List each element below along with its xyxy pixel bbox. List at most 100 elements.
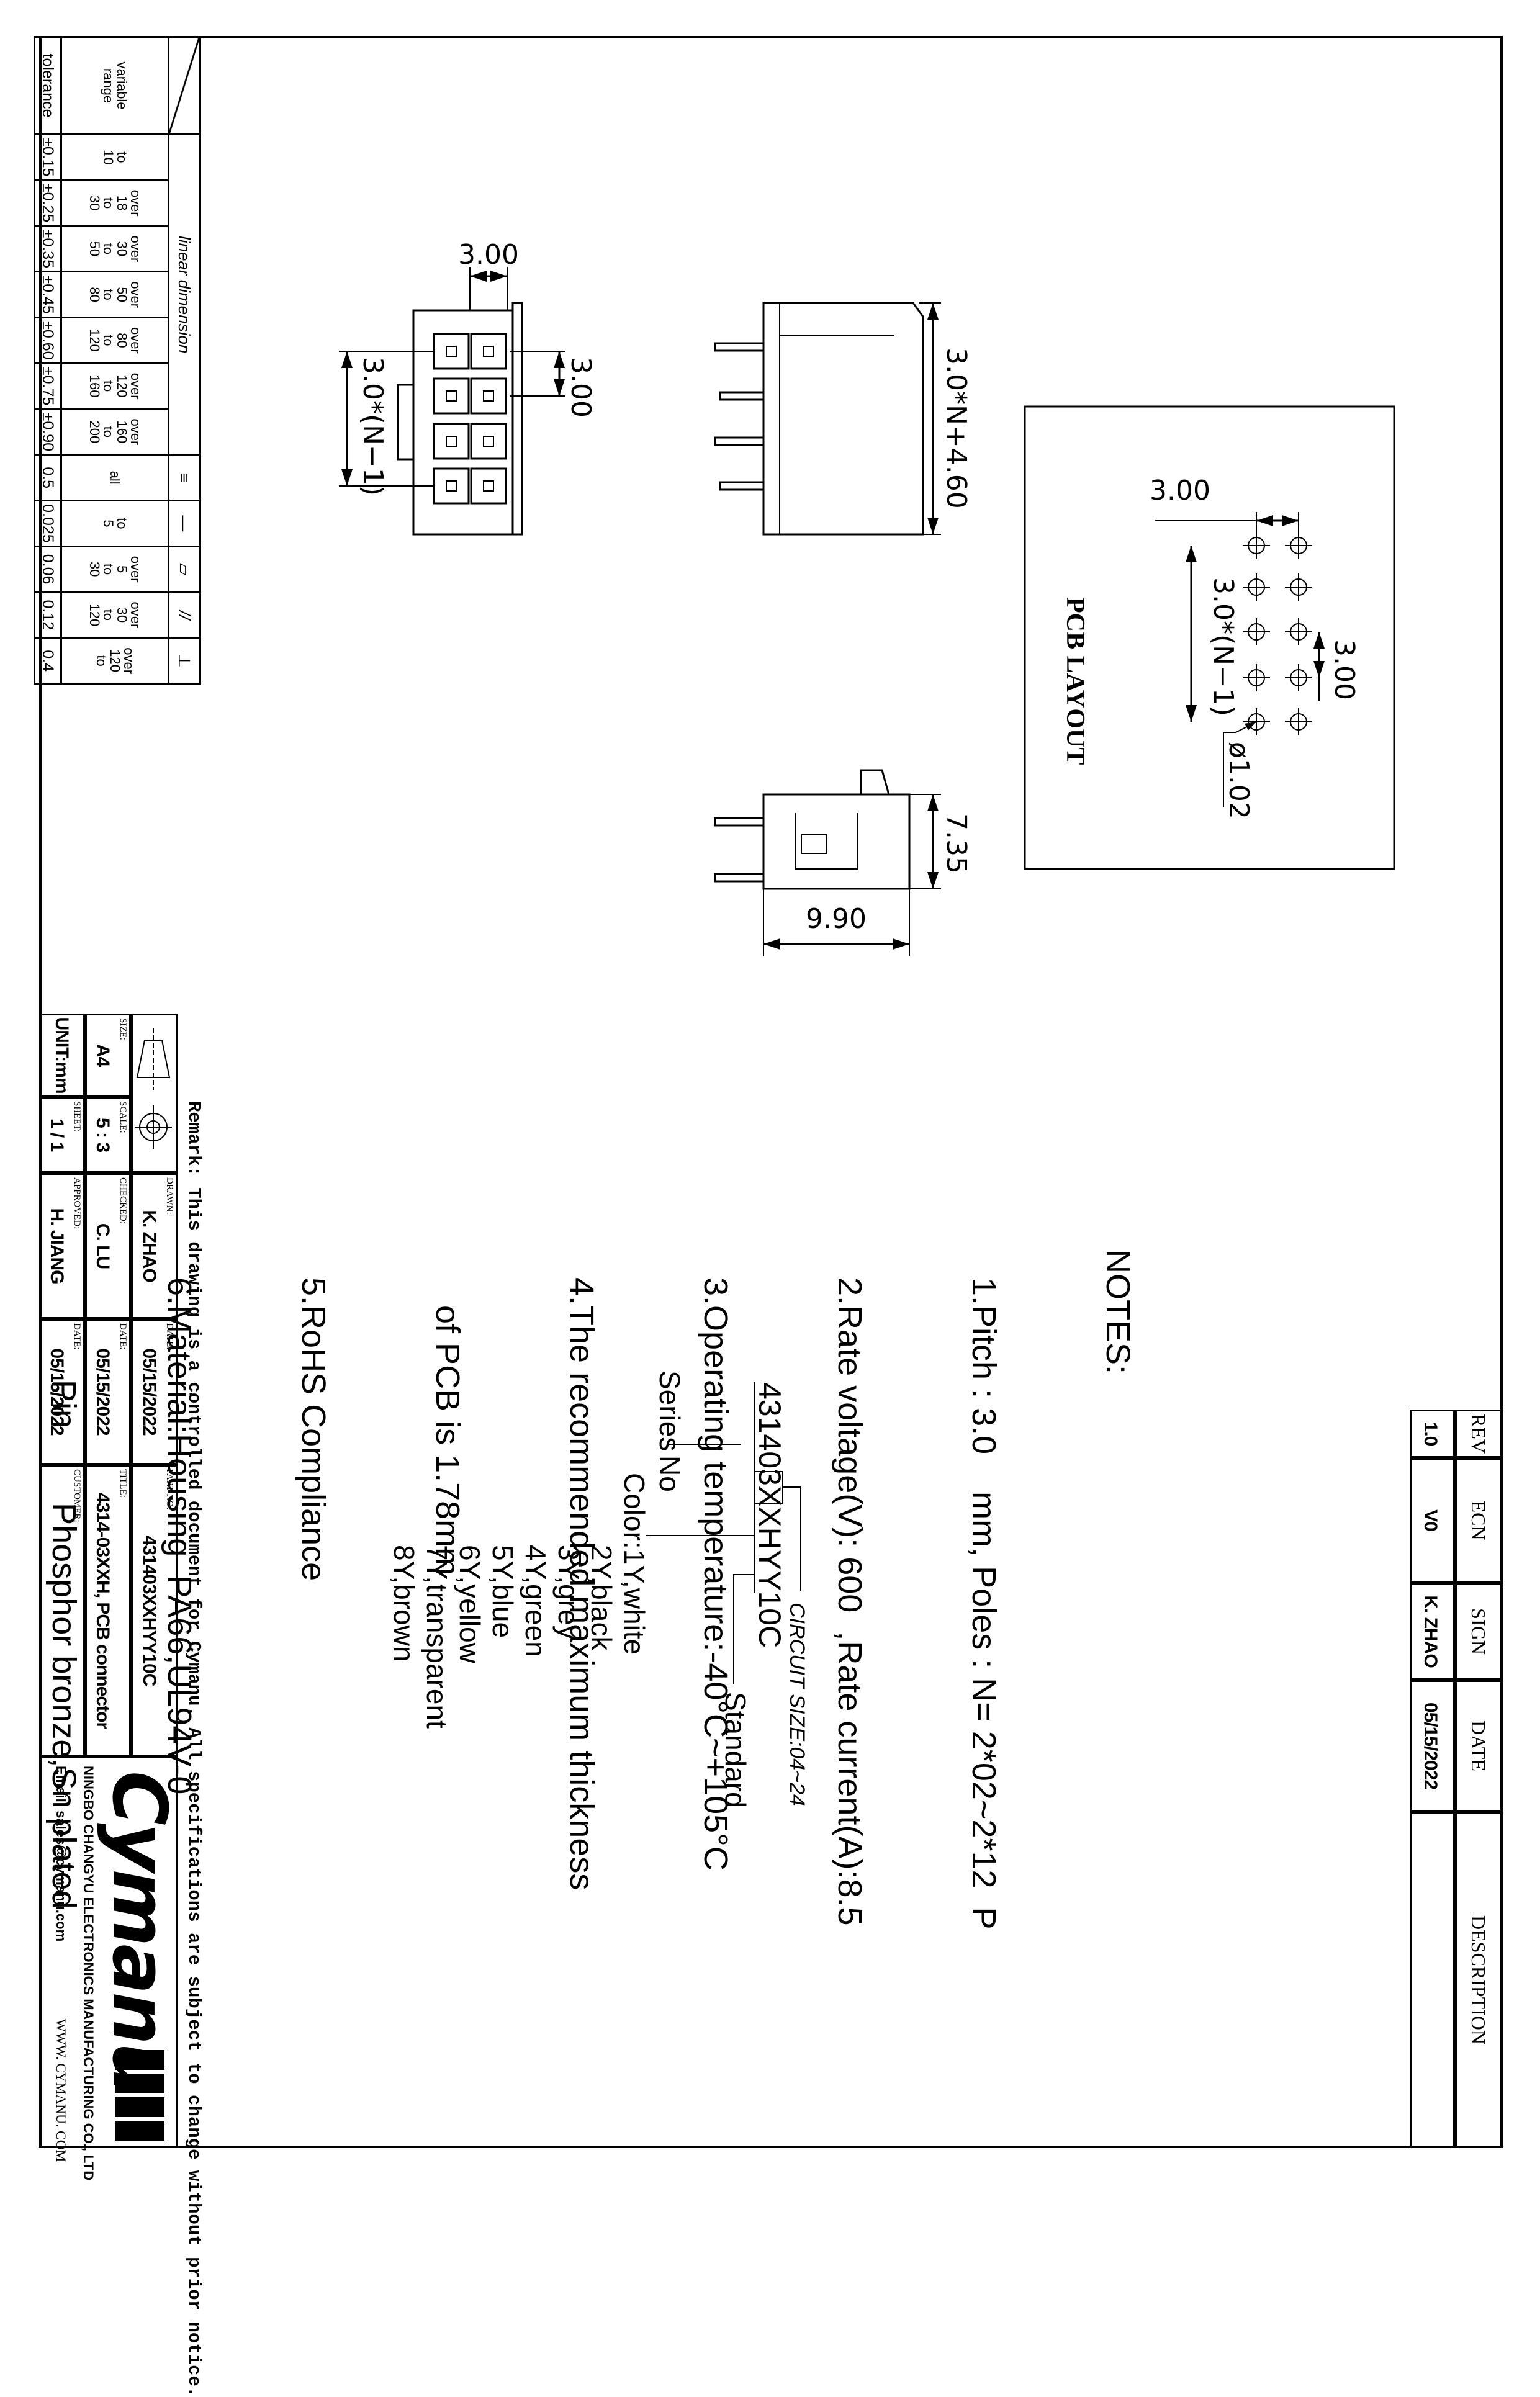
tolerance-cell: ±0.75 [34,363,61,409]
company-email: Email: sales@cymanu.com [53,1766,69,1942]
revision-header: DATE [1455,1680,1503,1812]
bottom-pin [714,817,765,827]
side-pins [714,342,765,491]
terminal [446,436,457,447]
company-website: WWW. CYMANU. COM [53,2019,69,2162]
color-options: Color:1Y,white2Y,black3Y,grey4Y,green5Y,… [388,1473,651,1729]
sheet-label: SHEET: [72,1101,82,1133]
linear-dimension-header: linear dimension [168,134,200,455]
tolerance-cell: 0.4 [34,637,61,684]
part-code-prefix: 431403 [752,1382,787,1486]
pcb-hole-label: ø1.02 [1223,742,1254,819]
title-cell: TITLE:4314-03XXH, PCB connector [85,1465,131,1756]
checked-date-value: 05/15/2022 [92,1348,113,1436]
cavity [470,467,507,505]
projection-symbol-icon [135,1028,172,1149]
pcb-span-label: 3.0*(N−1) [1207,577,1239,716]
range-cell: over 160 to 200 [61,409,169,455]
tolerance-cell: ±0.35 [34,226,61,272]
company-logo-cn-icon [115,2050,164,2141]
scale-cell: SCALE: 5 : 3 [85,1097,131,1173]
cavity [433,423,470,460]
tolerance-cell: ±0.25 [34,180,61,226]
revision-value: V0 [1420,1509,1441,1531]
approved-date-value: 05/15/2022 [47,1348,67,1436]
color-option: 6Y,yellow [454,1545,486,1664]
company-logo: Cymanu [96,1771,182,2093]
range-cell: over 80 to 120 [61,317,169,364]
color-option: 2Y,black [585,1545,618,1652]
bottom-height-label: 7.35 [940,813,972,874]
color-option: 4Y,green [520,1545,552,1657]
side-housing [762,302,924,536]
note-item: 2.Rate voltage(V): 600 ,Rate current(A):… [831,1277,868,1926]
terminal [483,436,494,447]
pin [719,391,765,401]
color-option: 7Y,transparent [421,1545,453,1729]
parallelism-symbol-icon: // [168,592,200,638]
tolerance-cell: ±0.60 [34,317,61,364]
company-logo-cell: Cymanu NINGBO CHANGYU ELECTRONICS MANUFA… [39,1756,182,2180]
cavity [470,377,507,415]
color-option: Color:1Y,white [618,1473,651,1655]
color-option: 5Y,blue [487,1545,519,1638]
bottom-housing [762,793,911,890]
customer-cell: CUSTOMER: [39,1465,85,1756]
pcb-pitch-a-label: 3.00 [1150,475,1210,506]
color-option: 3Y,grey [552,1545,585,1640]
revision-cell: 1.0 [1410,1410,1455,1458]
note-item: of PCB is 1.78mm [429,1277,466,1576]
range-cell: all [61,454,169,501]
cavity [470,333,507,370]
pcb-hole-grid [1243,532,1312,735]
front-housing [412,309,514,536]
terminal [483,480,494,492]
revision-header: REV [1455,1410,1503,1458]
bottom-latch [860,769,890,795]
flatness-symbol-icon: ▱ [168,546,200,592]
perpendicularity-symbol-icon: ⊥ [168,637,200,684]
range-cell: over 50 to 80 [61,271,169,318]
no-label: No [654,1455,686,1492]
revision-cell: V0 [1410,1458,1455,1583]
revision-cell: 05/15/2022 [1410,1680,1455,1812]
approved-value: H. JIANG [47,1208,67,1284]
part-no-label: PART NO: [164,1469,174,1510]
straightness-symbol-icon: — [168,500,200,547]
series-label: Series [654,1370,686,1451]
tolerance-cell: ±0.90 [34,409,61,455]
pin [714,436,765,446]
scale-value: 5 : 3 [92,1117,113,1153]
revision-cell: K. ZHAO [1410,1583,1455,1680]
range-cell: to 5 [61,500,169,547]
date-label: DATE: [164,1323,174,1350]
front-flange [511,302,523,536]
side-length-label: 3.0*N+4.60 [940,348,972,509]
range-cell: over 30 to 120 [61,592,169,638]
standard-label: Standard [719,1692,752,1808]
revision-value: 1.0 [1420,1421,1441,1446]
range-cell: to 10 [61,134,169,181]
tolerance-cell: 0.025 [34,500,61,547]
color-option: 8Y,brown [388,1545,420,1662]
projection-symbol-cell [131,1014,178,1173]
revision-header-label: ECN [1467,1500,1490,1540]
cavity [433,467,470,505]
part-no-value: 431403XXHYY10C [139,1535,160,1686]
drawn-date-cell: DATE:05/15/2022 [131,1319,178,1465]
bottom-pin [714,873,765,883]
range-cell: over 30 to 50 [61,226,169,272]
cavity [433,377,470,415]
tolerance-cell: 0.06 [34,546,61,592]
terminal [446,390,457,402]
size-value: A4 [92,1043,113,1067]
part-code: 431403XXHYY10C [752,1382,787,1648]
scale-label: SCALE: [118,1101,128,1133]
revision-header: SIGN [1455,1583,1503,1680]
unit-cell: UNIT:mm [39,1014,85,1097]
cavity [470,423,507,460]
drawn-label: DRAWN: [164,1177,174,1215]
title-label: TITLE: [118,1469,128,1498]
front-pitch-b-label: 3.00 [565,357,597,418]
terminal [446,346,457,357]
